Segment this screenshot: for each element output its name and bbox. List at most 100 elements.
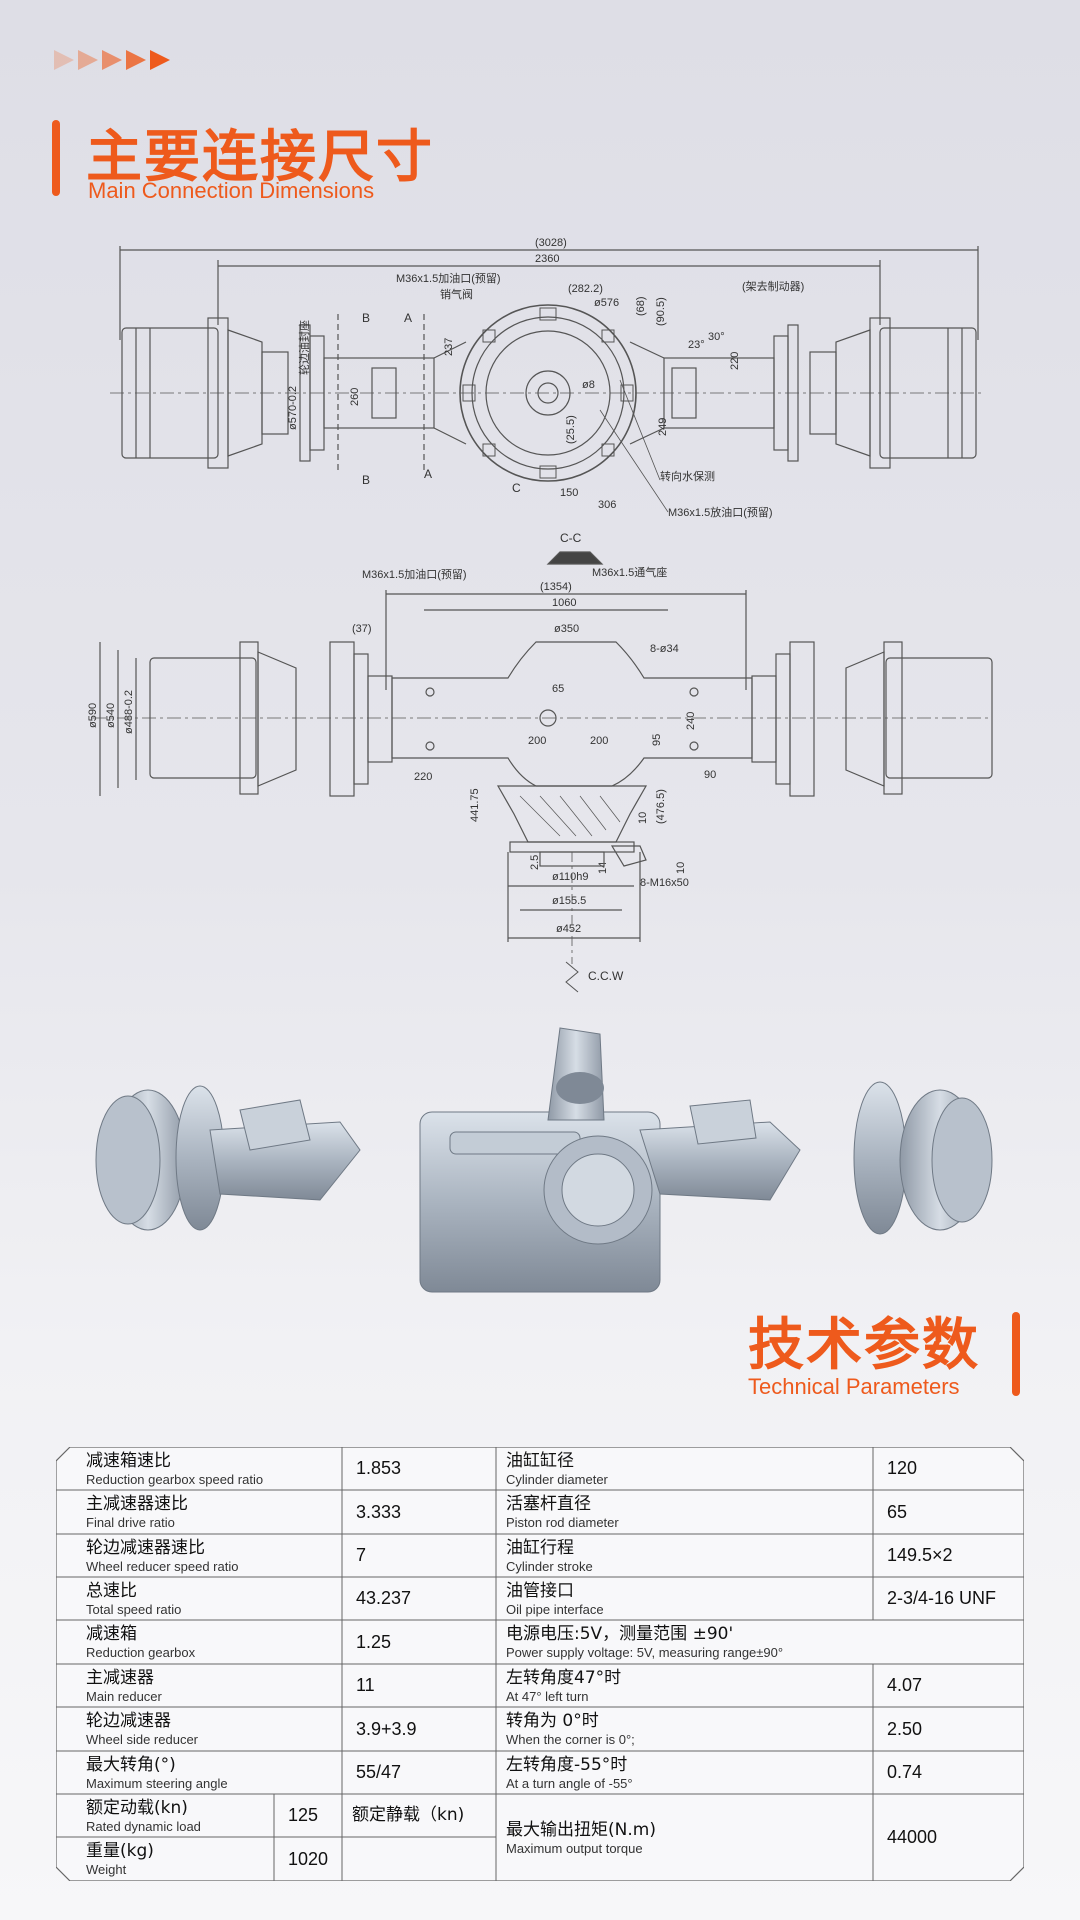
param-label-en: Main reducer bbox=[86, 1688, 162, 1704]
param-label-cn: 轮边减速器 bbox=[86, 1711, 171, 1731]
param-left-value: 1020 bbox=[274, 1837, 342, 1881]
dim-10-a: 10 bbox=[637, 812, 649, 824]
dim-488: ø488-0.2 bbox=[123, 690, 135, 734]
param-right-value: 149.5×2 bbox=[873, 1534, 1024, 1577]
dim-220-top: 220 bbox=[729, 352, 741, 370]
param-right-value: 4.07 bbox=[873, 1664, 1024, 1707]
note-steer-sensor: 转向水保测 bbox=[660, 469, 715, 483]
dim-14: 14 bbox=[597, 862, 609, 874]
label-a-top: A bbox=[404, 311, 412, 325]
param-value: 149.5×2 bbox=[887, 1545, 953, 1565]
param-label-en: When the corner is 0°; bbox=[506, 1732, 635, 1747]
param-left-label: 重量(kg)Weight bbox=[56, 1837, 274, 1881]
param-value: 1.853 bbox=[356, 1458, 402, 1478]
param-label-en: At 47° left turn bbox=[506, 1688, 589, 1704]
param-label-en: Maximum steering angle bbox=[86, 1775, 228, 1791]
label-b-bottom: B bbox=[362, 473, 370, 487]
param-value: 3.333 bbox=[356, 1501, 402, 1522]
dim-350: ø350 bbox=[554, 623, 579, 635]
param-right-value: 2.50 bbox=[873, 1707, 1024, 1751]
param-label-en: Wheel reducer speed ratio bbox=[86, 1558, 239, 1574]
dim-95: 95 bbox=[651, 734, 663, 746]
param-left-label: 最大转角(°)Maximum steering angle bbox=[56, 1751, 342, 1794]
param-right-label: 电源电压:5V，测量范围 ±90'Power supply voltage: 5… bbox=[496, 1620, 1024, 1664]
dim-240: 240 bbox=[685, 712, 697, 730]
param-label-cn: 电源电压:5V，测量范围 ±90' bbox=[506, 1624, 734, 1644]
decorative-arrows-icon bbox=[54, 50, 170, 70]
param-value: 65 bbox=[887, 1501, 908, 1522]
param-label-cn: 额定静载（kn) bbox=[352, 1805, 465, 1825]
param-left-value: 11 bbox=[342, 1664, 496, 1707]
param-label-cn: 主减速器 bbox=[86, 1667, 154, 1688]
param-value: 2-3/4-16 UNF bbox=[887, 1588, 997, 1608]
param-label-cn: 左转角度47°时 bbox=[506, 1667, 622, 1688]
section-title-cn: 主要连接尺寸 bbox=[86, 125, 434, 190]
dim-306: 306 bbox=[598, 499, 616, 511]
dim-25-5: (25.5) bbox=[565, 415, 577, 444]
param-value: 4.07 bbox=[887, 1675, 923, 1695]
param-label-cn: 油缸缸径 bbox=[506, 1450, 574, 1471]
dim-1060: 1060 bbox=[552, 597, 576, 609]
dim-590: ø590 bbox=[87, 703, 99, 728]
param-label-cn: 左转角度-55°时 bbox=[506, 1754, 628, 1775]
label-a-bottom: A bbox=[424, 467, 432, 481]
dim-150: 150 bbox=[560, 487, 578, 499]
dim-90: 90 bbox=[704, 769, 716, 781]
param-right-value: 2-3/4-16 UNF bbox=[873, 1577, 1024, 1620]
param-right-value: 0.74 bbox=[873, 1751, 1024, 1794]
rotation-label: C.C.W bbox=[588, 969, 624, 983]
param-label-en: Reduction gearbox bbox=[86, 1645, 196, 1660]
label-b-top: B bbox=[362, 311, 370, 325]
param-right-value: 120 bbox=[873, 1447, 1024, 1490]
param-label-en: Oil pipe interface bbox=[506, 1601, 604, 1617]
dim-overall: (3028) bbox=[535, 237, 567, 249]
dim-452: ø452 bbox=[556, 923, 581, 935]
param-value: 0.74 bbox=[887, 1762, 923, 1782]
dim-30deg: 30° bbox=[708, 331, 725, 343]
dim-441: 441.75 bbox=[469, 788, 481, 822]
dim-110: ø110h9 bbox=[552, 871, 589, 883]
section2-title-en: Technical Parameters bbox=[748, 1374, 960, 1399]
note-oil-inlet: M36x1.5加油口(预留) bbox=[396, 271, 501, 285]
param-left-value: 3.333 bbox=[342, 1490, 496, 1534]
dim-249: 249 bbox=[657, 418, 669, 436]
param-value: 7 bbox=[356, 1545, 367, 1565]
section2-accent-bar bbox=[1012, 1312, 1020, 1396]
section-title-en: Main Connection Dimensions bbox=[88, 178, 375, 203]
param-label-cn: 减速箱速比 bbox=[86, 1450, 171, 1471]
dim-68: (68) bbox=[635, 296, 647, 316]
note-seal: 轮边油封座 bbox=[297, 320, 311, 375]
param-label-en: Weight bbox=[86, 1862, 127, 1877]
param-left-value: 1.853 bbox=[342, 1447, 496, 1490]
param-value: 43.237 bbox=[356, 1588, 412, 1608]
dim-m16: 8-M16x50 bbox=[640, 877, 689, 889]
dim-570: ø570-0.2 bbox=[287, 386, 299, 430]
param-value: 2.50 bbox=[887, 1718, 923, 1739]
param-right-label: 最大输出扭矩(N.m)Maximum output torque bbox=[496, 1794, 873, 1881]
note-drain: M36x1.5放油口(预留) bbox=[668, 505, 773, 519]
label-c: C bbox=[512, 481, 521, 495]
param-label-en: Cylinder stroke bbox=[506, 1558, 593, 1574]
top-view-drawing: (3028) 2360 B A B A C M36x1.5加油口(预 bbox=[110, 237, 985, 579]
param-right-value: 65 bbox=[873, 1490, 1024, 1534]
section2-title-cn: 技术参数 bbox=[748, 1313, 980, 1378]
param-label-cn: 轮边减速器速比 bbox=[86, 1537, 205, 1558]
param-left-value: 43.237 bbox=[342, 1577, 496, 1620]
dim-237: 237 bbox=[443, 338, 455, 356]
dim-10-b: 10 bbox=[675, 862, 687, 874]
note-vent-valve: 销气阀 bbox=[440, 287, 473, 301]
section-c-c: C-C bbox=[560, 531, 582, 545]
param-left-value: 3.9+3.9 bbox=[342, 1707, 496, 1751]
param-value: 3.9+3.9 bbox=[356, 1718, 417, 1739]
param-label-en: Wheel side reducer bbox=[86, 1732, 198, 1747]
param-label-cn: 最大转角(°) bbox=[86, 1754, 176, 1775]
